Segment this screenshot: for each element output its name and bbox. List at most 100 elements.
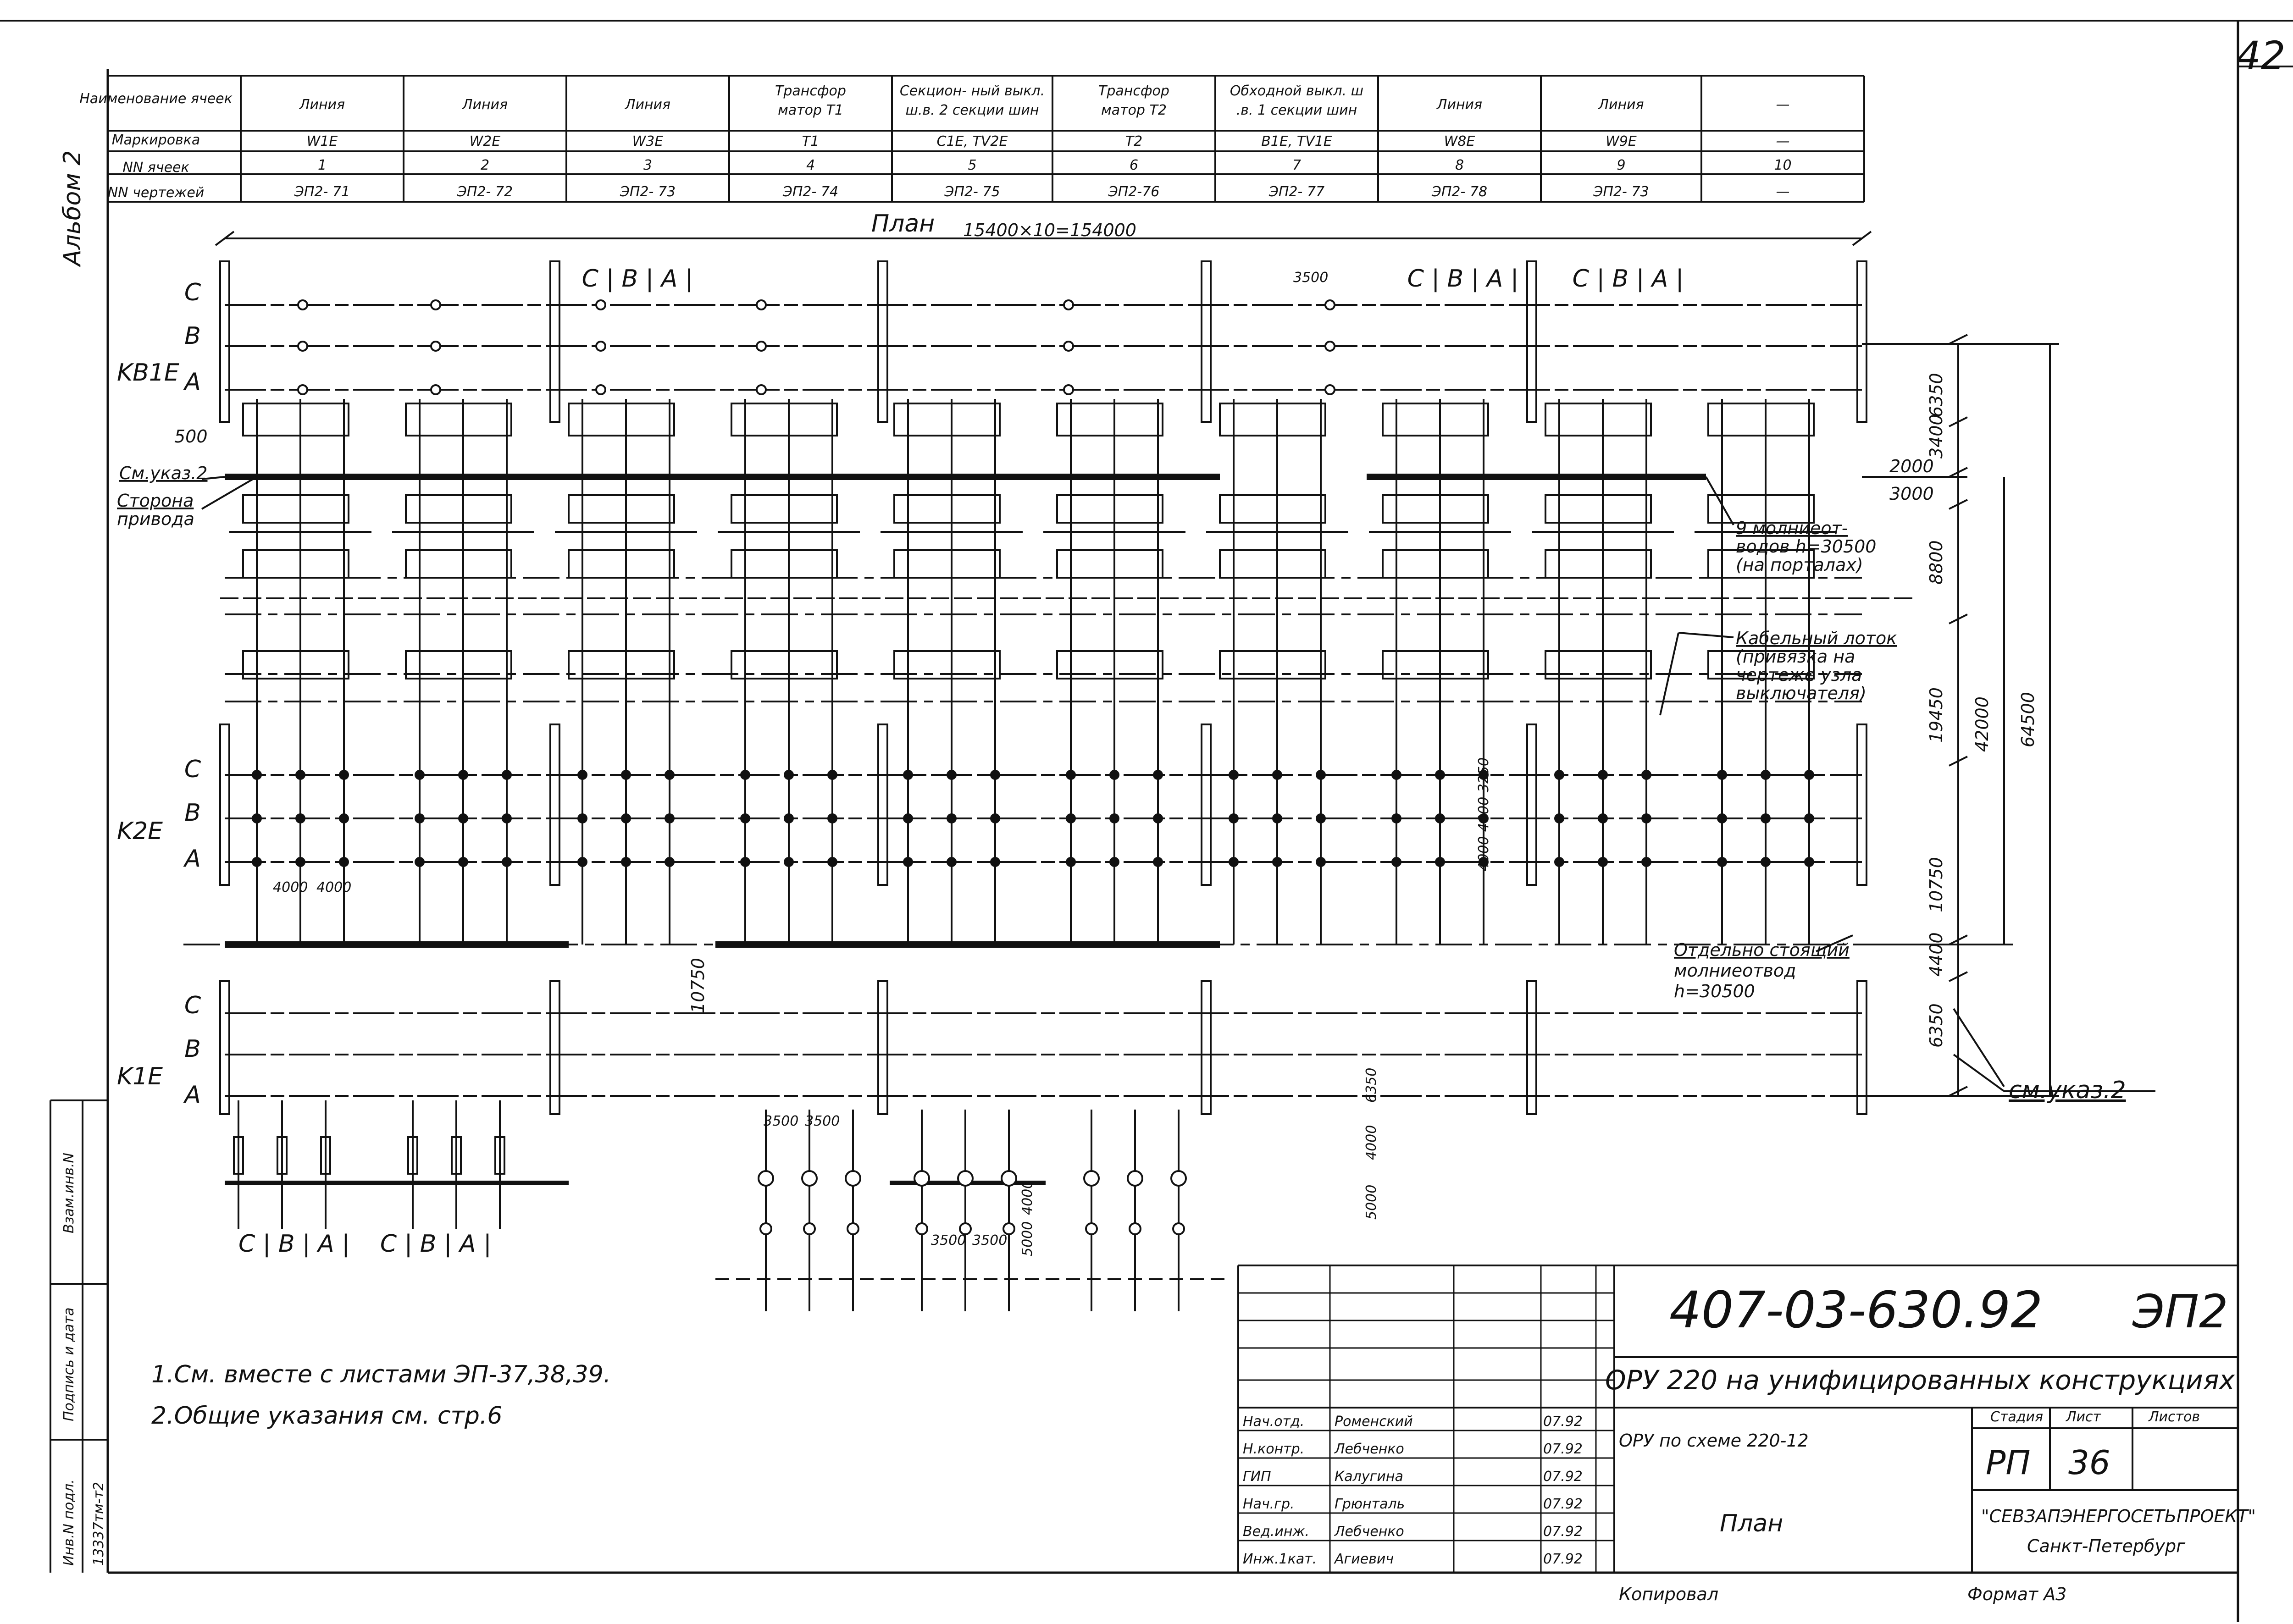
callout-drive-2: привода [117, 509, 194, 529]
cell-mark: W2E [470, 133, 501, 149]
node [1109, 813, 1119, 823]
callout-cable-3: чертеже узла [1736, 665, 1862, 685]
node [458, 857, 468, 867]
portal-post [219, 980, 230, 1115]
node [1153, 770, 1163, 780]
dim-tick [1949, 613, 1968, 624]
node [1391, 813, 1401, 823]
node [990, 770, 1000, 780]
portal-post [1856, 980, 1867, 1115]
callout-lightning-2: водов h=30500 [1736, 536, 1876, 557]
leader [1953, 1054, 2005, 1092]
leader [201, 476, 258, 510]
insulator [297, 299, 308, 310]
disconnector [242, 650, 349, 679]
node [1272, 857, 1282, 867]
node [577, 857, 587, 867]
disconnector [1219, 403, 1326, 436]
cell-drawing: ЭП2- 73 [620, 184, 676, 200]
breaker [1056, 549, 1163, 579]
dim-3400: 3400 [1926, 414, 1946, 458]
note-1: 1.См. вместе с листами ЭП-37,38,39. [151, 1361, 611, 1388]
callout-drive-1: Сторона [117, 491, 194, 511]
insulator [1083, 1170, 1100, 1187]
insulator [1170, 1170, 1187, 1187]
insulator [1324, 299, 1335, 310]
node [1554, 857, 1564, 867]
insulator [1063, 299, 1074, 310]
portal-post [549, 724, 560, 886]
stamp-vzam: Взам.инв.N [61, 1153, 77, 1233]
node [577, 770, 587, 780]
breaker [242, 549, 349, 579]
node [1598, 813, 1608, 823]
insulator-rect [277, 1136, 288, 1175]
node [784, 813, 794, 823]
disconnector [242, 403, 349, 436]
phase-label: A [183, 368, 201, 396]
cell-name: Линия [625, 97, 670, 113]
project-title: ОРУ 220 на унифицированных конструкциях [1605, 1364, 2235, 1396]
cell-name: Секцион- ный выкл. [900, 83, 1045, 99]
insulator [758, 1170, 774, 1187]
node [1391, 857, 1401, 867]
breaker [1056, 494, 1163, 524]
node [1109, 857, 1119, 867]
insulator [297, 384, 308, 395]
insulator [957, 1170, 974, 1187]
insulator-rect [451, 1136, 462, 1175]
dim-6350-bottom: 6350 [1926, 1003, 1946, 1048]
portal-post [1526, 980, 1537, 1115]
staff-name: Лебченко [1334, 1441, 1404, 1457]
phase-label: B [184, 1035, 201, 1063]
insulator [1085, 1222, 1098, 1235]
node [1479, 813, 1489, 823]
row-label-marks: Маркировка [112, 132, 200, 148]
staff-date: 07.92 [1543, 1524, 1583, 1540]
cell-drawing: ЭП2- 74 [782, 184, 838, 200]
portal-post [1201, 980, 1212, 1115]
node [502, 813, 512, 823]
node [665, 770, 675, 780]
node [1229, 770, 1239, 780]
insulator [803, 1222, 816, 1235]
cell-name: Линия [1436, 97, 1482, 113]
node [621, 857, 631, 867]
dim-500: 500 [174, 426, 208, 447]
disconnector [405, 650, 512, 679]
callout-cable-1: Кабельный лоток [1736, 628, 1897, 648]
staff-date: 07.92 [1543, 1469, 1583, 1485]
staff-name: Лебченко [1334, 1524, 1404, 1540]
node [1717, 770, 1727, 780]
insulator [1063, 341, 1074, 352]
node [1153, 813, 1163, 823]
phase-label: C [184, 279, 201, 306]
node [1479, 770, 1489, 780]
node [1066, 857, 1076, 867]
breaker [1382, 549, 1489, 579]
callout-standalone-3: h=30500 [1674, 981, 1755, 1001]
node [827, 813, 837, 823]
node [1272, 813, 1282, 823]
cell-mark: С1Е, TV2E [937, 133, 1008, 149]
plan-title: План [871, 210, 935, 238]
cell-num: 2 [481, 157, 489, 173]
dim-3500-left: 3500 [764, 1113, 798, 1129]
insulator [1001, 1170, 1017, 1187]
phase-label: C [184, 992, 201, 1019]
disconnector [1545, 650, 1652, 679]
portal-post [549, 260, 560, 423]
doc-sheet-code: ЭП2 [2132, 1285, 2228, 1338]
node [339, 770, 349, 780]
phase-header: С | В | А | [582, 265, 693, 293]
node [252, 813, 262, 823]
breaker [1707, 549, 1815, 579]
node [665, 857, 675, 867]
node [1229, 857, 1239, 867]
disconnector [893, 650, 1001, 679]
node [947, 770, 957, 780]
dim-tick [1949, 934, 1968, 945]
dim-8800: 8800 [1926, 540, 1946, 585]
node [740, 857, 750, 867]
